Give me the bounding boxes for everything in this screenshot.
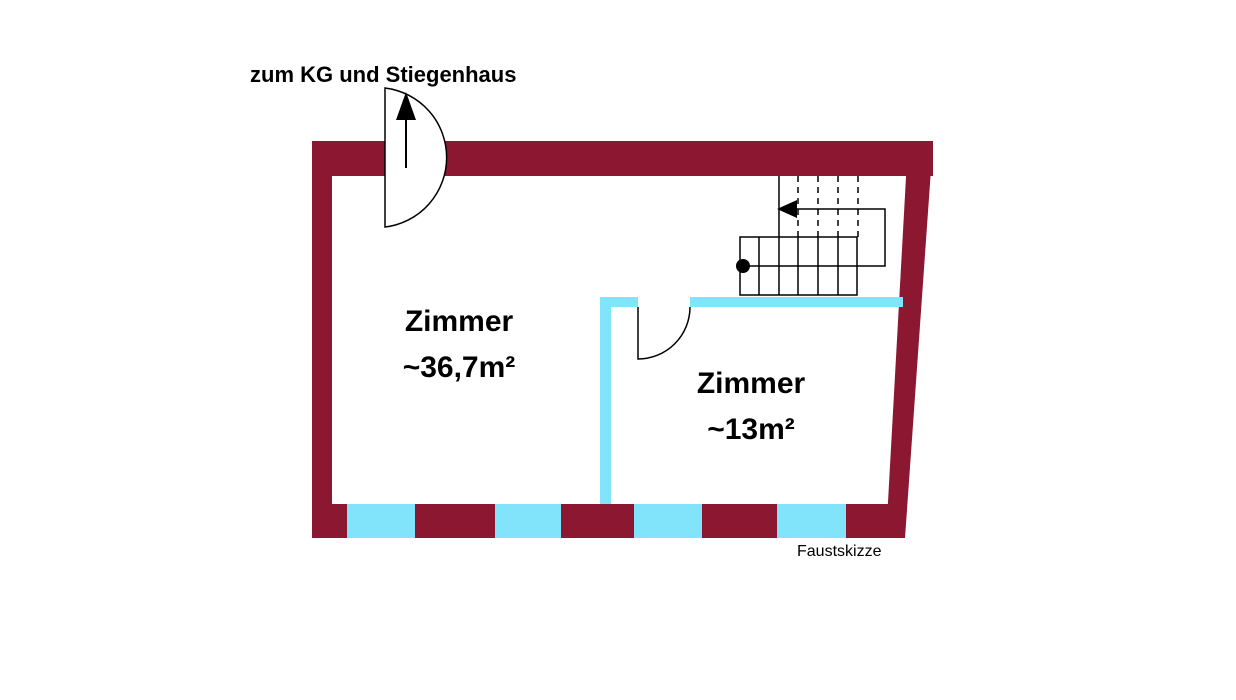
- room-area: ~13m²: [707, 413, 795, 446]
- room-name: Zimmer: [697, 367, 806, 400]
- partition-vertical: [600, 297, 611, 504]
- window: [347, 504, 415, 538]
- left-wall: [312, 141, 332, 538]
- windows: [347, 504, 846, 538]
- inner-walls: [600, 297, 903, 504]
- exit-arrow: [396, 92, 416, 168]
- entrance-door: [384, 87, 448, 228]
- top-wall-right: [435, 141, 933, 176]
- window: [495, 504, 561, 538]
- inner-door-swing-arc: [637, 306, 691, 360]
- stair-walk-line: [743, 208, 886, 267]
- right-wall: [886, 141, 933, 538]
- room-name: Zimmer: [405, 305, 514, 338]
- room-area: ~36,7m²: [403, 351, 516, 384]
- door-swing-arc: [384, 87, 448, 228]
- inner-door: [637, 306, 691, 360]
- sketch-note: Faustskizze: [797, 543, 882, 560]
- partition-top-right: [690, 297, 903, 307]
- exit-label: zum KG und Stiegenhaus: [250, 62, 516, 87]
- window: [634, 504, 702, 538]
- stair-start-dot: [736, 259, 750, 273]
- partition-top-left: [600, 297, 638, 307]
- stair-arrow-left-icon: [777, 200, 797, 218]
- window: [777, 504, 846, 538]
- arrow-up-icon: [396, 92, 416, 120]
- staircase: [739, 176, 886, 296]
